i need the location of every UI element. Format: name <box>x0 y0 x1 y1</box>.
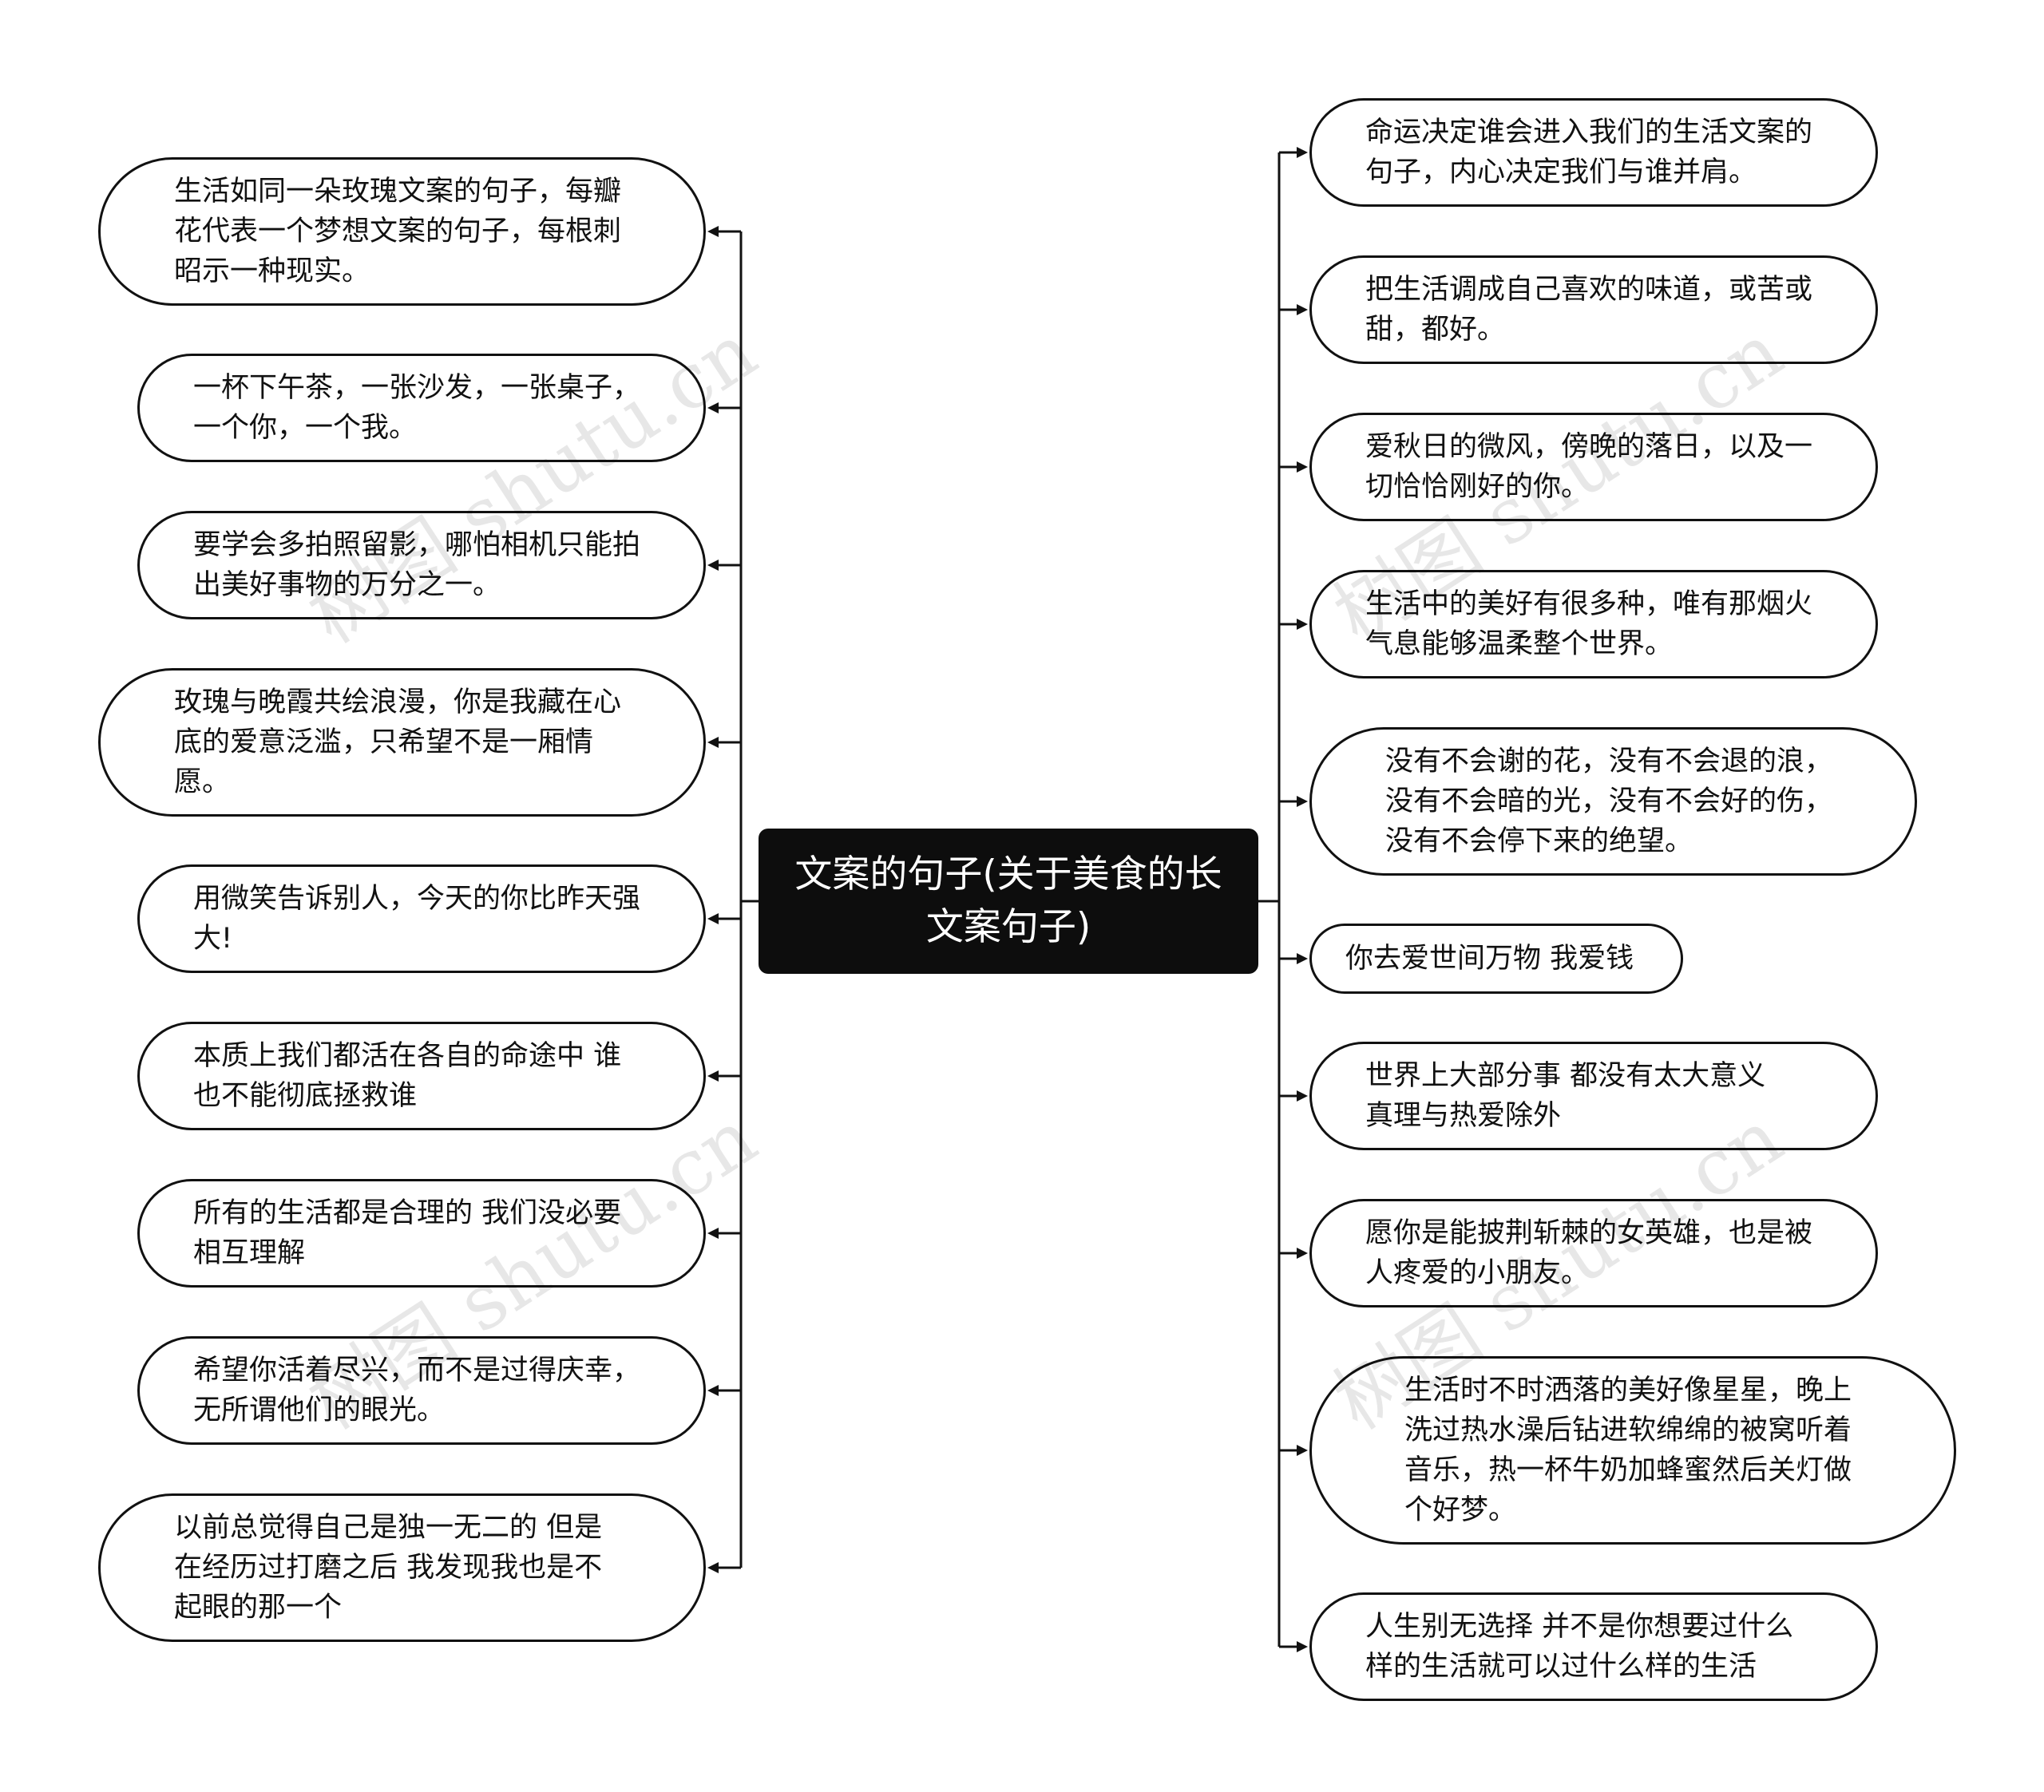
left-node-4[interactable]: 玫瑰与晚霞共绘浪漫，你是我藏在心底的爱意泛滥，只希望不是一厢情愿。 <box>98 668 706 817</box>
right-node-9[interactable]: 生活时不时洒落的美好像星星，晚上洗过热水澡后钻进软绵绵的被窝听着音乐，热一杯牛奶… <box>1309 1356 1956 1545</box>
right-node-3[interactable]: 爱秋日的微风，傍晚的落日，以及一切恰恰刚好的你。 <box>1309 413 1878 521</box>
right-node-10[interactable]: 人生别无选择 并不是你想要过什么样的生活就可以过什么样的生活 <box>1309 1592 1878 1701</box>
right-node-5[interactable]: 没有不会谢的花，没有不会退的浪，没有不会暗的光，没有不会好的伤，没有不会停下来的… <box>1309 727 1917 876</box>
arrow-head <box>1297 1641 1308 1652</box>
left-node-1[interactable]: 生活如同一朵玫瑰文案的句子，每瓣花代表一个梦想文案的句子，每根刺昭示一种现实。 <box>98 157 706 306</box>
right-node-2[interactable]: 把生活调成自己喜欢的味道，或苦或甜，都好。 <box>1309 255 1878 364</box>
node-text: 希望你活着尽兴，而不是过得庆幸，无所谓他们的眼光。 <box>193 1355 641 1426</box>
arrow-head <box>1297 796 1308 807</box>
arrow-head <box>1297 304 1308 315</box>
node-text: 把生活调成自己喜欢的味道，或苦或甜，都好。 <box>1365 274 1813 346</box>
node-text: 生活时不时洒落的美好像星星，晚上洗过热水澡后钻进软绵绵的被窝听着音乐，热一杯牛奶… <box>1404 1375 1852 1526</box>
left-node-8[interactable]: 希望你活着尽兴，而不是过得庆幸，无所谓他们的眼光。 <box>137 1336 706 1445</box>
node-text: 人生别无选择 并不是你想要过什么样的生活就可以过什么样的生活 <box>1365 1611 1794 1683</box>
node-text: 用微笑告诉别人，今天的你比昨天强大! <box>193 883 641 955</box>
node-text: 以前总觉得自己是独一无二的 但是在经历过打磨之后 我发现我也是不起眼的那一个 <box>174 1512 603 1624</box>
arrow-head <box>707 1228 719 1239</box>
left-node-7[interactable]: 所有的生活都是合理的 我们没必要相互理解 <box>137 1179 706 1288</box>
arrow-head <box>707 1562 719 1573</box>
arrow-head <box>707 1385 719 1396</box>
left-node-9[interactable]: 以前总觉得自己是独一无二的 但是在经历过打磨之后 我发现我也是不起眼的那一个 <box>98 1493 706 1642</box>
node-text: 生活如同一朵玫瑰文案的句子，每瓣花代表一个梦想文案的句子，每根刺昭示一种现实。 <box>174 176 622 287</box>
arrow-head <box>707 1070 719 1082</box>
arrow-head <box>1297 1090 1308 1102</box>
arrow-head <box>1297 1445 1308 1456</box>
left-node-3[interactable]: 要学会多拍照留影，哪怕相机只能拍出美好事物的万分之一。 <box>137 511 706 619</box>
arrow-head <box>1297 619 1308 630</box>
node-text: 命运决定谁会进入我们的生活文案的句子，内心决定我们与谁并肩。 <box>1365 117 1813 188</box>
node-text: 所有的生活都是合理的 我们没必要相互理解 <box>193 1197 622 1269</box>
node-text: 世界上大部分事 都没有太大意义 真理与热爱除外 <box>1365 1060 1766 1132</box>
arrow-head <box>1297 147 1308 158</box>
center-topic[interactable]: 文案的句子(关于美食的长文案句子) <box>759 829 1258 974</box>
arrow-head <box>707 560 719 571</box>
right-node-6[interactable]: 你去爱世间万物 我爱钱 <box>1309 924 1683 994</box>
node-text: 你去爱世间万物 我爱钱 <box>1345 943 1634 975</box>
arrow-head <box>1297 461 1308 473</box>
node-text: 愿你是能披荆斩棘的女英雄，也是被人疼爱的小朋友。 <box>1365 1217 1813 1289</box>
arrow-head <box>707 913 719 924</box>
right-node-1[interactable]: 命运决定谁会进入我们的生活文案的句子，内心决定我们与谁并肩。 <box>1309 98 1878 207</box>
node-text: 生活中的美好有很多种，唯有那烟火气息能够温柔整个世界。 <box>1365 588 1813 660</box>
arrow-head <box>1297 1248 1308 1259</box>
right-node-4[interactable]: 生活中的美好有很多种，唯有那烟火气息能够温柔整个世界。 <box>1309 570 1878 678</box>
node-text: 要学会多拍照留影，哪怕相机只能拍出美好事物的万分之一。 <box>193 529 641 601</box>
node-text: 爱秋日的微风，傍晚的落日，以及一切恰恰刚好的你。 <box>1365 431 1813 503</box>
arrow-head <box>707 402 719 413</box>
center-topic-label: 文案的句子(关于美食的长文案句子) <box>794 852 1222 949</box>
left-node-6[interactable]: 本质上我们都活在各自的命途中 谁也不能彻底拯救谁 <box>137 1022 706 1130</box>
node-text: 本质上我们都活在各自的命途中 谁也不能彻底拯救谁 <box>193 1040 622 1112</box>
arrow-head <box>707 737 719 748</box>
right-node-7[interactable]: 世界上大部分事 都没有太大意义 真理与热爱除外 <box>1309 1042 1878 1150</box>
node-text: 玫瑰与晚霞共绘浪漫，你是我藏在心底的爱意泛滥，只希望不是一厢情愿。 <box>174 686 622 798</box>
left-node-5[interactable]: 用微笑告诉别人，今天的你比昨天强大! <box>137 864 706 973</box>
node-text: 没有不会谢的花，没有不会退的浪，没有不会暗的光，没有不会好的伤，没有不会停下来的… <box>1385 746 1833 857</box>
arrow-head <box>1297 953 1308 964</box>
left-node-2[interactable]: 一杯下午茶，一张沙发，一张桌子，一个你，一个我。 <box>137 354 706 462</box>
node-text: 一杯下午茶，一张沙发，一张桌子，一个你，一个我。 <box>193 372 641 444</box>
arrow-head <box>707 226 719 237</box>
right-node-8[interactable]: 愿你是能披荆斩棘的女英雄，也是被人疼爱的小朋友。 <box>1309 1199 1878 1307</box>
